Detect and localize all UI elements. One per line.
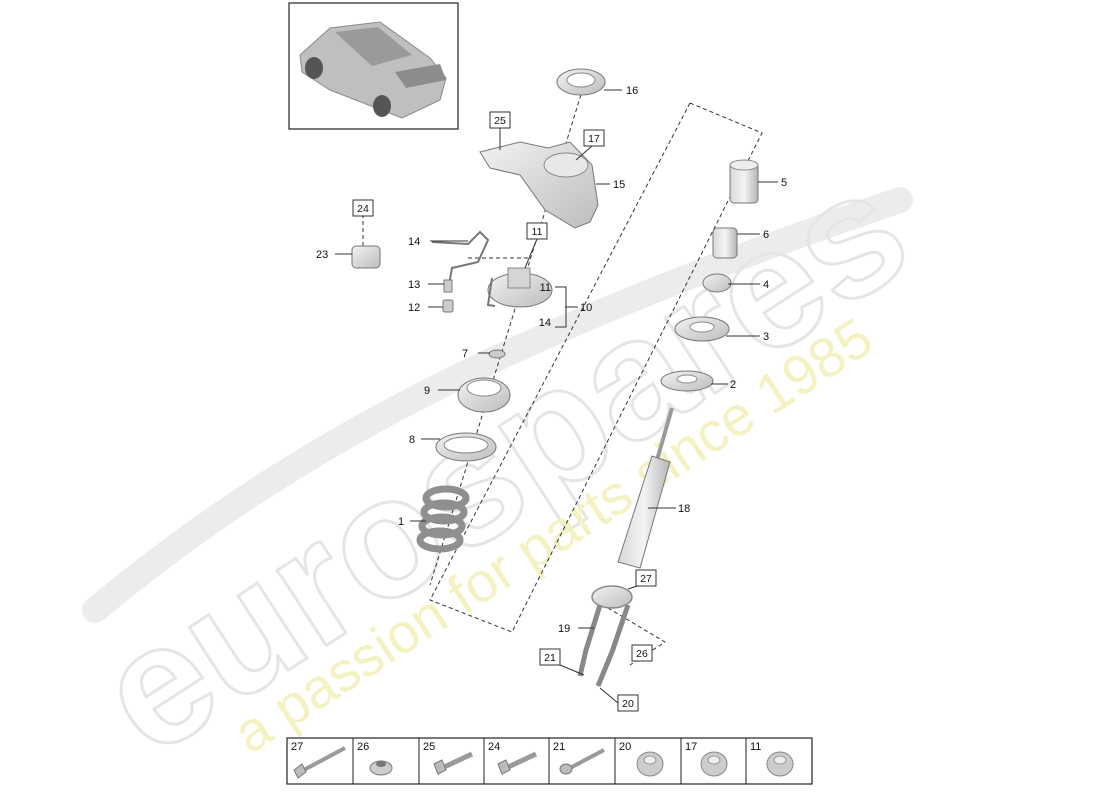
svg-text:27: 27 bbox=[640, 573, 652, 585]
svg-text:25: 25 bbox=[494, 115, 506, 127]
fastener-strip: 27 26 25 24 bbox=[286, 737, 813, 785]
part-15-strut-mount-bracket bbox=[479, 141, 599, 229]
callout-5: 5 bbox=[781, 177, 787, 189]
part-1-coil-spring bbox=[416, 485, 470, 553]
part-18-shock-absorber bbox=[617, 407, 674, 569]
bolt-icon bbox=[559, 748, 605, 775]
part-9-spring-seat bbox=[457, 377, 511, 413]
long-bolt-icon bbox=[293, 746, 346, 779]
callout-7: 7 bbox=[462, 348, 468, 360]
boxed-callouts: 25 17 24 11 27 26 21 20 bbox=[352, 111, 657, 712]
svg-text:26: 26 bbox=[636, 648, 648, 660]
nut-icon bbox=[766, 751, 794, 777]
callout-4: 4 bbox=[763, 279, 769, 291]
callout-15: 15 bbox=[613, 179, 625, 191]
svg-text:11: 11 bbox=[750, 741, 761, 753]
car-icon bbox=[299, 21, 447, 119]
nut-icon bbox=[636, 751, 664, 777]
callout-8: 8 bbox=[409, 434, 415, 446]
part-13-sensor bbox=[443, 279, 453, 293]
part-14-sensor-wire bbox=[431, 230, 490, 291]
callout-10-sub-14: 14 bbox=[539, 317, 551, 329]
part-4-bushing bbox=[702, 273, 732, 293]
part-2-washer bbox=[660, 370, 714, 392]
svg-text:21: 21 bbox=[544, 652, 556, 664]
part-3-seat-ring bbox=[674, 316, 730, 342]
callout-3: 3 bbox=[763, 331, 769, 343]
svg-text:26: 26 bbox=[357, 741, 369, 753]
part-10-top-mount bbox=[486, 267, 553, 308]
flange-nut-icon bbox=[369, 760, 393, 776]
svg-text:17: 17 bbox=[685, 741, 697, 753]
leader-lines bbox=[335, 89, 778, 704]
svg-text:11: 11 bbox=[532, 226, 543, 238]
part-16-strut-bearing-ring bbox=[556, 68, 606, 96]
hex-bolt-icon bbox=[497, 751, 538, 775]
boxed-callout-21: 21 bbox=[539, 648, 561, 666]
callout-labels: 1 2 3 4 5 6 7 8 9 10 11 14 12 13 14 15 1… bbox=[316, 85, 787, 635]
hex-bolt-icon bbox=[433, 751, 474, 775]
fastener-cell-17: 17 bbox=[685, 741, 728, 777]
vehicle-thumbnail bbox=[288, 2, 459, 130]
boxed-callout-27: 27 bbox=[635, 569, 657, 587]
fastener-cell-25: 25 bbox=[423, 741, 474, 775]
callout-10: 10 bbox=[580, 302, 592, 314]
part-7-washer bbox=[488, 349, 506, 359]
boxed-callout-11: 11 bbox=[526, 222, 548, 240]
fastener-cell-20: 20 bbox=[619, 741, 664, 777]
fastener-cell-26: 26 bbox=[357, 741, 393, 776]
callout-6: 6 bbox=[763, 229, 769, 241]
callout-23: 23 bbox=[316, 249, 328, 261]
svg-text:21: 21 bbox=[553, 741, 565, 753]
svg-text:20: 20 bbox=[622, 698, 634, 710]
callout-14: 14 bbox=[408, 236, 420, 248]
part-5-bump-stop bbox=[729, 159, 759, 204]
callout-12: 12 bbox=[408, 302, 420, 314]
boxed-callout-26: 26 bbox=[631, 644, 653, 662]
part-19-strut-fork bbox=[577, 585, 633, 687]
watermark-brand: eurospares bbox=[67, 132, 939, 791]
fastener-cell-24: 24 bbox=[488, 741, 538, 775]
callout-19: 19 bbox=[558, 623, 570, 635]
fastener-cell-11: 11 bbox=[750, 741, 794, 777]
callout-10-sub-11: 11 bbox=[540, 282, 551, 294]
svg-text:17: 17 bbox=[588, 133, 600, 145]
callout-16: 16 bbox=[626, 85, 638, 97]
boxed-callout-17: 17 bbox=[583, 129, 605, 147]
part-8-spring-pad bbox=[435, 432, 497, 462]
fastener-cell-21: 21 bbox=[553, 741, 605, 775]
svg-text:25: 25 bbox=[423, 741, 435, 753]
boxed-callout-24: 24 bbox=[352, 199, 374, 217]
callout-18: 18 bbox=[678, 503, 690, 515]
svg-text:27: 27 bbox=[291, 741, 303, 753]
svg-text:24: 24 bbox=[488, 741, 500, 753]
fastener-cell-27: 27 bbox=[291, 741, 346, 779]
callout-13: 13 bbox=[408, 279, 420, 291]
svg-text:24: 24 bbox=[357, 203, 369, 215]
callout-9: 9 bbox=[424, 385, 430, 397]
callout-2: 2 bbox=[730, 379, 736, 391]
svg-text:20: 20 bbox=[619, 741, 631, 753]
part-12-sensor-tip bbox=[442, 299, 454, 313]
callout-1: 1 bbox=[398, 516, 404, 528]
boxed-callout-25: 25 bbox=[489, 111, 511, 129]
boxed-callout-20: 20 bbox=[617, 694, 639, 712]
part-23-clip bbox=[351, 245, 381, 269]
nut-icon bbox=[700, 751, 728, 777]
part-6-buffer bbox=[712, 227, 738, 259]
watermark: eurospares a passion for parts since 198… bbox=[65, 131, 940, 793]
